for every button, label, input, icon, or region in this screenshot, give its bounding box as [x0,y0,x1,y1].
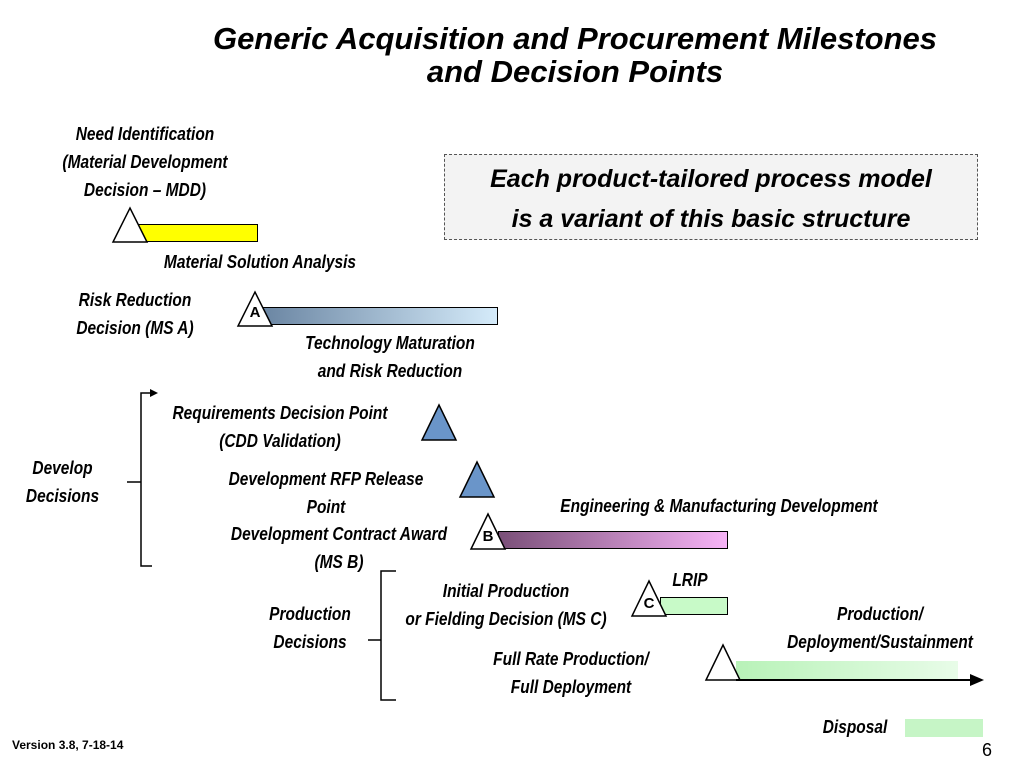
pds-label-line-2: Deployment/Sustainment [787,632,973,652]
ms-b-letter: B [482,528,494,545]
title-line-2: and Decision Points [426,54,724,89]
frp-label: Full Rate Production/ Full Deployment [476,645,667,701]
develop-decisions-label: Develop Decisions [13,454,112,510]
ms-a-letter: A [249,304,261,321]
disposal-phase-bar [905,719,983,737]
production-label-line-1: Production [269,604,351,624]
callout-line-2: is a variant of this basic structure [511,205,911,233]
tmrr-label-line-1: Technology Maturation [305,333,475,353]
mdd-label-line-2: (Material Development [62,152,228,172]
tmrr-label-line-2: and Risk Reduction [317,361,463,381]
mdd-label-line-1: Need Identification [75,124,215,144]
ms-c-letter: C [643,595,655,612]
ms-c-label-line-1: Initial Production [442,581,570,601]
ms-a-label-line-1: Risk Reduction [78,290,192,310]
develop-label-line-2: Decisions [25,486,100,506]
ms-b-milestone-triangle [469,512,507,550]
page-number: 6 [982,740,993,760]
pds-arrow-head [970,674,984,686]
ms-b-label-line-2: (MS B) [314,552,364,572]
ms-b-label: Development Contract Award (MS B) [213,520,464,576]
pds-phase-bar [736,661,958,680]
cdd-label-line-1: Requirements Decision Point [172,403,388,423]
mdd-milestone-triangle [111,206,149,243]
page-title: Generic Acquisition and Procurement Mile… [150,22,1000,88]
ms-c-milestone-triangle [630,579,668,617]
pds-phase-label: Production/ Deployment/Sustainment [777,600,983,656]
cdd-label: Requirements Decision Point (CDD Validat… [155,399,404,455]
cdd-label-line-2: (CDD Validation) [219,431,341,451]
frp-label-line-2: Full Deployment [510,677,632,697]
ms-a-label-line-2: Decision (MS A) [76,318,194,338]
ms-c-label: Initial Production or Fielding Decision … [393,577,618,633]
rfp-label-line-2: Point [306,497,346,517]
msa-phase-label: Material Solution Analysis [163,252,357,272]
callout-box: Each product-tailored process model is a… [444,154,978,240]
develop-decisions-bracket [127,392,152,567]
production-decisions-bracket [368,570,396,701]
title-line-1: Generic Acquisition and Procurement Mile… [212,21,938,56]
ms-c-label-line-2: or Fielding Decision (MS C) [405,609,607,629]
rfp-label-line-1: Development RFP Release [228,469,424,489]
rfp-decision-triangle [458,460,496,498]
ms-a-label: Risk Reduction Decision (MS A) [45,286,226,342]
tmrr-phase-label: Technology Maturation and Risk Reduction [287,329,493,385]
pds-label-line-1: Production/ [837,604,923,624]
version-footer: Version 3.8, 7-18-14 [12,738,124,752]
frp-label-line-1: Full Rate Production/ [493,649,649,669]
develop-label-line-1: Develop [32,458,93,478]
bracket-arrow-icon [150,389,158,397]
disposal-phase-label: Disposal [822,717,888,737]
ms-b-label-line-1: Development Contract Award [230,524,448,544]
production-label-line-2: Decisions [273,632,347,652]
frp-milestone-triangle [704,643,742,681]
mdd-label: Need Identification (Material Developmen… [38,120,253,204]
production-decisions-label: Production Decisions [258,600,361,656]
mdd-label-line-3: Decision – MDD) [83,180,207,200]
lrip-phase-label: LRIP [672,570,708,590]
cdd-decision-triangle [420,403,458,441]
callout-line-1: Each product-tailored process model [490,165,932,193]
emd-phase-label: Engineering & Manufacturing Development [560,496,878,516]
rfp-label: Development RFP Release Point [213,465,438,521]
ms-a-milestone-triangle [236,290,274,327]
